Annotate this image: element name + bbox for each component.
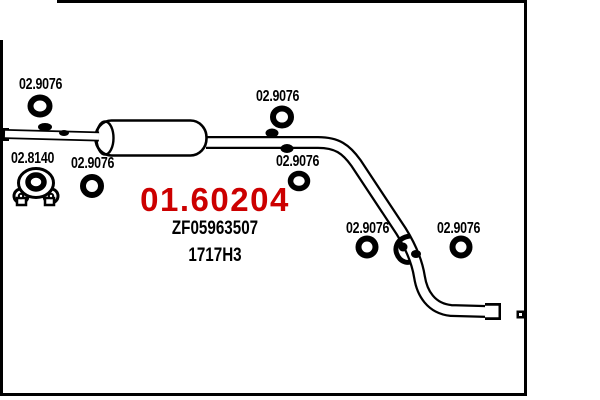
clamp-ring-icon-3	[80, 174, 104, 198]
rubber-mount-icon	[280, 144, 294, 153]
clamp-part-label-1[interactable]: 02.9076	[19, 76, 63, 93]
oe-reference: ZF05963507	[171, 218, 259, 239]
clamp-part-label-2[interactable]: 02.9076	[256, 88, 300, 105]
clamp-part-label-3[interactable]: 02.9076	[71, 155, 115, 172]
secondary-reference: 1717H3	[188, 245, 242, 266]
front-pipe-flange	[0, 128, 9, 141]
mount-square-icon	[516, 310, 525, 319]
border-frame	[0, 0, 527, 396]
pipe-bracket-icon	[59, 130, 69, 136]
clamp-ring-icon-6	[449, 235, 473, 259]
clamp-part-label-4[interactable]: 02.9076	[276, 153, 320, 170]
clamp-part-label-5[interactable]: 02.9076	[346, 220, 390, 237]
rubber-mount-icon	[265, 128, 279, 138]
clamp-part-label-6[interactable]: 02.9076	[437, 220, 481, 237]
gasket-part-label[interactable]: 02.8140	[11, 150, 55, 167]
gasket-icon	[12, 167, 60, 207]
hanger-hook-icon	[393, 233, 421, 265]
pipe-bracket-icon	[38, 123, 52, 131]
main-part-number: 01.60204	[140, 181, 290, 218]
clamp-ring-icon-1	[27, 94, 53, 118]
clamp-ring-icon-2	[270, 105, 294, 129]
tail-pipe	[206, 136, 501, 320]
clamp-ring-icon-5	[355, 235, 379, 259]
muffler	[94, 119, 208, 157]
front-pipe	[0, 123, 100, 142]
clamp-ring-icon-4	[287, 170, 311, 192]
part-info-block: 01.60204 ZF05963507 1717H3	[65, 183, 365, 265]
